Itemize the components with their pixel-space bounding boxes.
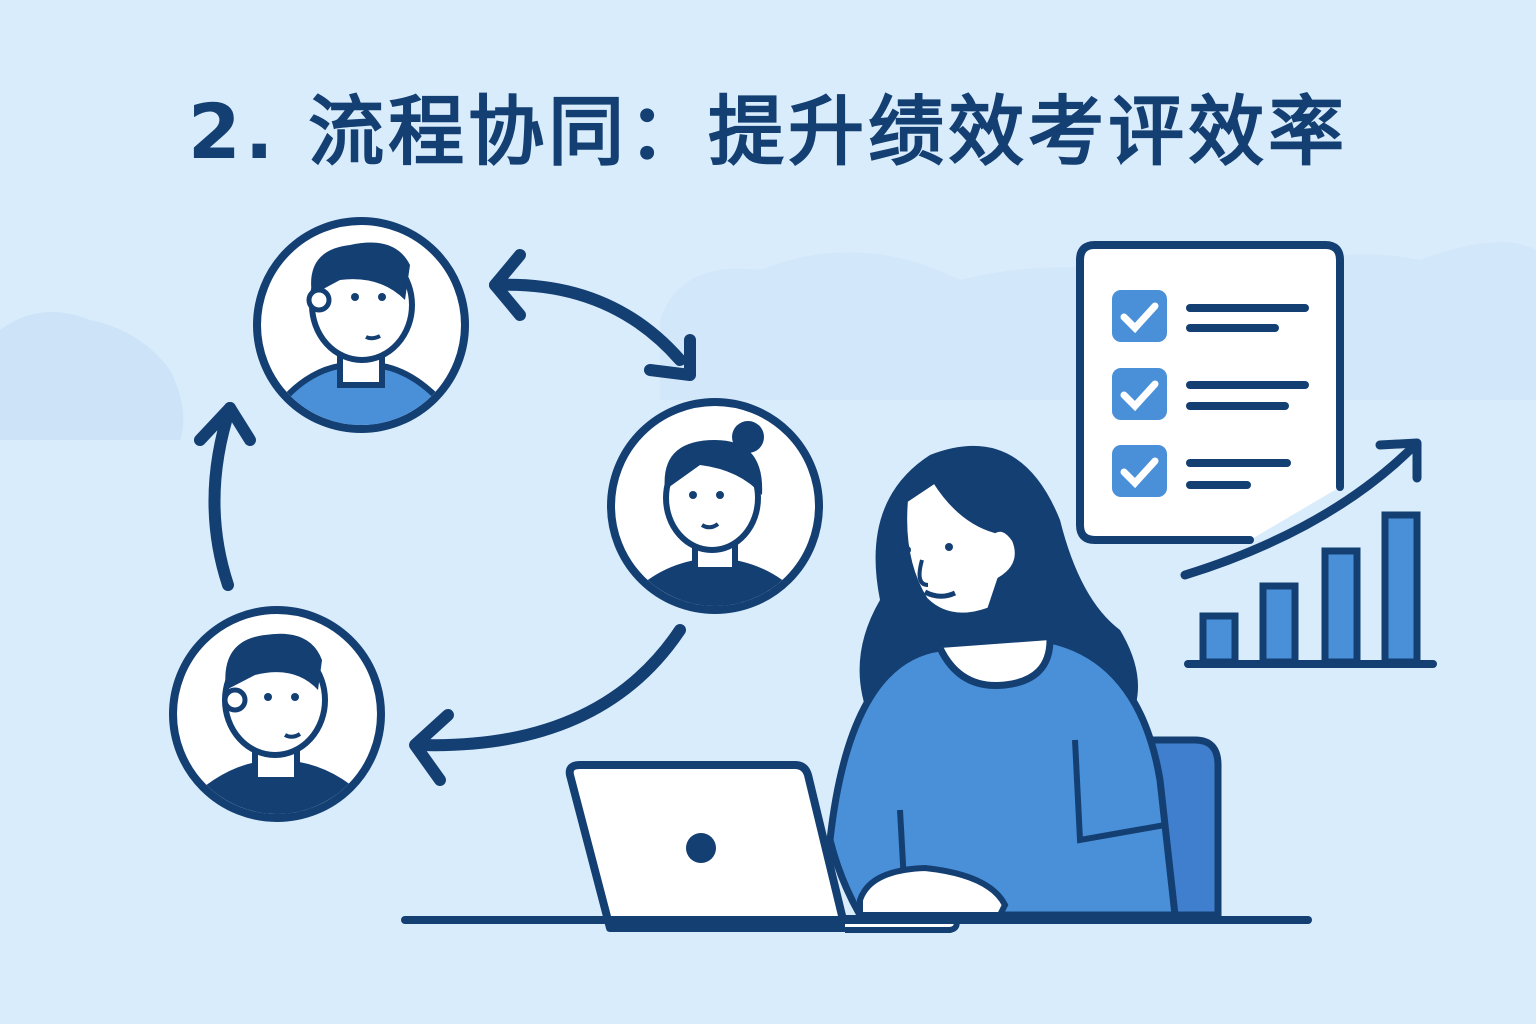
checkbox-1 [1112, 290, 1309, 342]
arrow-left [208, 402, 236, 591]
laptop-logo-icon [686, 833, 716, 863]
arrow-bottom [414, 624, 686, 752]
arrow-top [489, 278, 686, 366]
laptop [565, 761, 960, 933]
cloud-left [0, 312, 184, 440]
growth-chart-icon [1180, 438, 1437, 668]
arrow-head-left-2 [409, 709, 454, 786]
page-title: 2. 流程协同：提升绩效考评效率 [187, 87, 1349, 176]
checklist-card [1076, 241, 1344, 544]
arrow-head-left [489, 249, 526, 321]
arrow-head-down [644, 334, 696, 381]
arrow-head-up [194, 402, 256, 446]
checkbox-3 [1112, 445, 1291, 497]
avatar-man-bottom [169, 606, 385, 822]
avatar-woman-right [607, 398, 823, 614]
checkbox-2 [1112, 368, 1309, 420]
woman-at-laptop [826, 445, 1179, 919]
avatar-man-top [253, 217, 469, 433]
